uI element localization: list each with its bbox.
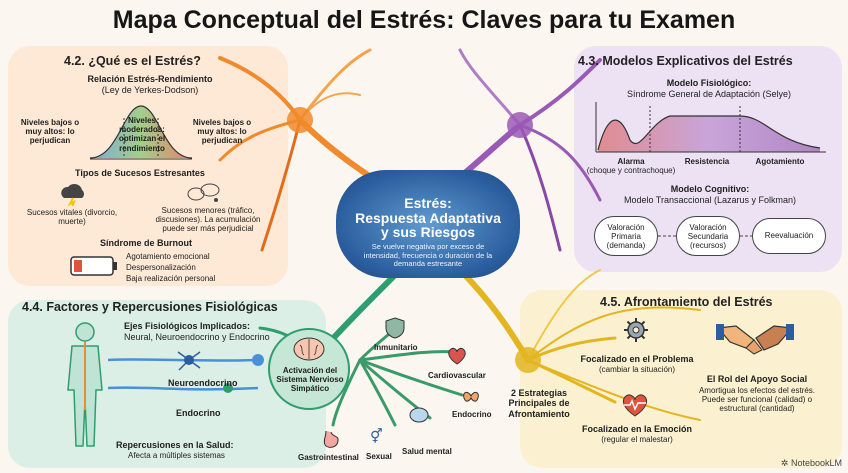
health-subtitle: Afecta a múltiples sistemas [128, 451, 225, 460]
label-low-high-left: Niveles bajos o muy altos: lo perjudican [14, 118, 86, 146]
burnout-title: Síndrome de Burnout [100, 238, 192, 248]
heart-icon [446, 346, 468, 366]
endocrine-label: Endocrino [176, 408, 221, 418]
yerkes-dodson-title: Relación Estrés-Rendimiento [60, 74, 240, 84]
problem-focused-sub: (cambiar la situación) [574, 365, 700, 374]
label-moderate: Niveles moderados: optimizan el rendimie… [114, 116, 170, 153]
system-cardiovascular: Cardiovascular [428, 371, 486, 380]
system-mental-health: Salud mental [402, 447, 452, 456]
minor-events: Sucesos menores (tráfico, discusiones). … [144, 206, 272, 234]
center-title-line3: y sus Riesgos [336, 225, 520, 240]
cognitive-model-subtitle: Modelo Transaccional (Lazarus y Folkman) [600, 195, 820, 205]
system-immune: Inmunitario [374, 343, 418, 352]
heart-pulse-icon [620, 392, 650, 418]
strategies-label: 2 Estrategias Principales de Afrontamien… [500, 388, 578, 419]
shield-icon [384, 316, 406, 340]
yerkes-dodson-subtitle: (Ley de Yerkes-Dodson) [60, 85, 240, 95]
gender-symbol-icon: ⚥ [370, 428, 383, 445]
system-sexual: Sexual [366, 452, 392, 461]
notebooklm-logo-icon: ✲ [781, 458, 791, 468]
stress-events-title: Tipos de Sucesos Estresantes [60, 168, 220, 178]
brain-icon [292, 336, 326, 362]
physiological-model-subtitle: Síndrome General de Adaptación (Selye) [600, 89, 818, 99]
neuroendocrine-label: Neuroendocrino [168, 378, 238, 388]
mental-health-icon [408, 406, 430, 424]
small-clouds-icon [186, 180, 222, 204]
emotion-focused-sub: (regular el malestar) [574, 435, 700, 444]
emotion-focused: Focalizado en la Emoción [574, 424, 700, 434]
center-subtitle: Se vuelve negativa por exceso de intensi… [336, 243, 520, 269]
axes-subtitle: Neural, Neuroendocrino y Endocrino [124, 332, 270, 342]
thyroid-icon [460, 388, 482, 408]
social-support-title: El Rol del Apoyo Social [692, 374, 822, 384]
burnout-item: Baja realización personal [126, 274, 215, 285]
stage-alarm: Alarma [596, 157, 666, 166]
burnout-list: Agotamiento emocional Despersonalización… [126, 252, 215, 284]
problem-focused: Focalizado en el Problema [574, 354, 700, 364]
storm-cloud-icon [58, 180, 88, 206]
low-battery-icon [70, 255, 120, 277]
central-concept: Estrés: Respuesta Adaptativa y sus Riesg… [336, 170, 520, 278]
primary-appraisal: Valoración Primaria (demanda) [607, 223, 646, 250]
heading-physiology: 4.4. Factores y Repercusiones Fisiológic… [22, 300, 278, 314]
heading-models: 4.3. Modelos Explicativos del Estrés [578, 54, 793, 68]
human-body-icon [58, 320, 112, 450]
physiological-model-title: Modelo Fisiológico: [614, 78, 804, 88]
notebooklm-label: NotebookLM [791, 458, 842, 468]
stage-exhaustion: Agotamiento [740, 157, 820, 166]
primary-appraisal-cloud: Valoración Primaria (demanda) [594, 216, 658, 256]
burnout-item: Despersonalización [126, 263, 215, 274]
reappraisal-cloud: Reevaluación [752, 218, 826, 254]
cognitive-model-title: Modelo Cognitivo: [640, 184, 780, 194]
neuron-icon [176, 348, 202, 372]
stomach-icon [320, 428, 342, 450]
page-title: Mapa Conceptual del Estrés: Claves para … [0, 6, 848, 35]
gear-icon [622, 316, 650, 344]
axes-title: Ejes Fisiológicos Implicados: [124, 321, 250, 331]
heading-what-is-stress: 4.2. ¿Qué es el Estrés? [64, 54, 201, 68]
handshake-icon [716, 318, 794, 368]
social-support-sub: Amortigua los efectos del estrés. Puede … [696, 386, 818, 414]
activation-label: Activación del Sistema Nervioso Simpátic… [272, 366, 348, 394]
vital-events: Sucesos vitales (divorcio, muerte) [22, 208, 122, 226]
gas-curve [590, 102, 830, 156]
appraisal-connectors [656, 232, 756, 240]
notebooklm-watermark: ✲ NotebookLM [781, 458, 842, 469]
heading-coping: 4.5. Afrontamiento del Estrés [600, 295, 773, 309]
label-low-high-right: Niveles bajos o muy altos: lo perjudican [186, 118, 258, 146]
stage-resistance: Resistencia [672, 157, 742, 166]
center-title-line2: Respuesta Adaptativa [336, 211, 520, 226]
system-gastrointestinal: Gastrointestinal [298, 453, 359, 462]
center-title-line1: Estrés: [336, 196, 520, 211]
burnout-item: Agotamiento emocional [126, 252, 215, 263]
system-endocrine: Endocrino [452, 410, 492, 419]
reappraisal: Reevaluación [765, 231, 813, 240]
stage-alarm-sub: (choque y contrachoque) [582, 166, 680, 175]
health-title: Repercusiones en la Salud: [116, 440, 234, 450]
